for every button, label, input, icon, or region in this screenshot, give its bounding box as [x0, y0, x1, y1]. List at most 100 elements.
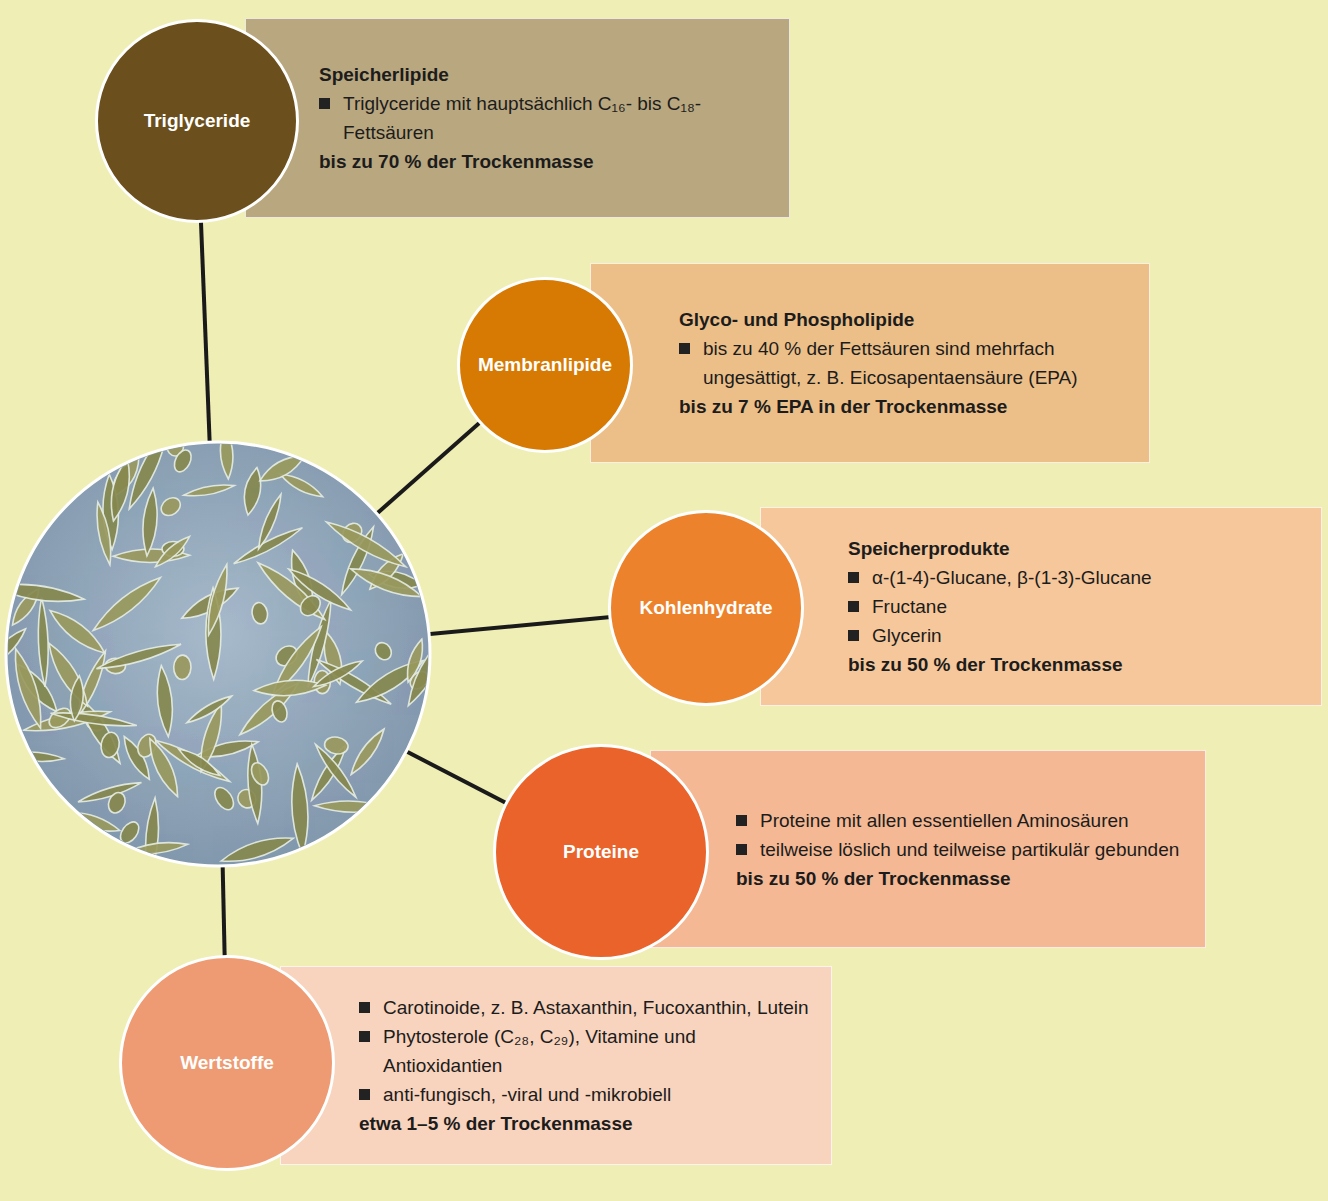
- diatom-cell: [254, 492, 285, 550]
- bullet-marker: [736, 815, 747, 826]
- diatom-cell: [158, 494, 184, 519]
- box-text: teilweise löslich und teilweise partikul…: [760, 839, 1179, 860]
- diatom-cell: [176, 745, 223, 780]
- category-circle: Proteine: [493, 744, 709, 960]
- bullet-marker: [736, 844, 747, 855]
- box-text: bis zu 7 % EPA in der Trockenmasse: [679, 396, 1007, 417]
- bold-line: bis zu 7 % EPA in der Trockenmasse: [679, 392, 1129, 421]
- diatom-cell: [250, 601, 269, 625]
- diatom-cell: [372, 640, 395, 663]
- bullet-item: Phytosterole (C₂₈, C₂₉), Vitamine und An…: [359, 1022, 811, 1080]
- category-circle: Wertstoffe: [119, 955, 335, 1171]
- bold-line: etwa 1–5 % der Trockenmasse: [359, 1109, 811, 1138]
- box-content: Speicherprodukte α-(1-4)-Glucane, β-(1-3)…: [848, 534, 1301, 679]
- circle-label: Kohlenhydrate: [622, 596, 791, 620]
- info-box: SpeicherlipideTriglyceride mit hauptsäch…: [245, 18, 790, 218]
- diatom-cell: [323, 735, 349, 755]
- box-text: Glyco- und Phospholipide: [679, 309, 914, 330]
- diatom-cell: [45, 604, 109, 659]
- diatom-cell: [171, 447, 194, 474]
- diatom-cell: [253, 678, 326, 698]
- diatom-cell: [219, 428, 235, 480]
- bullet-item: Fructane: [848, 592, 1301, 621]
- category-circle: Kohlenhydrate: [608, 510, 804, 706]
- circle-label: Triglyceride: [109, 109, 284, 133]
- diatom-cell: [219, 831, 296, 868]
- box-text: Proteine mit allen essentiellen Aminosäu…: [760, 810, 1129, 831]
- bold-line: Speicherprodukte: [848, 534, 1301, 563]
- diatom-cell: [154, 665, 175, 738]
- bullet-item: teilweise löslich und teilweise partikul…: [736, 835, 1185, 864]
- diatom-cell: [240, 466, 264, 516]
- diatom-cell: [95, 639, 182, 673]
- diatom-cell: [106, 457, 135, 523]
- bullet-marker: [848, 601, 859, 612]
- circle-label: Wertstoffe: [134, 1051, 320, 1075]
- diatom-cell: [0, 579, 85, 606]
- box-content: Glyco- und Phospholipidebis zu 40 % der …: [679, 305, 1129, 421]
- diatom-cell: [8, 646, 48, 730]
- diatom-cell: [89, 572, 166, 637]
- diatom-cell: [348, 562, 425, 603]
- bullet-marker: [319, 98, 330, 109]
- circle-label: Proteine: [508, 840, 694, 864]
- box-content: Proteine mit allen essentiellen Aminosäu…: [736, 806, 1185, 893]
- box-text: bis zu 70 % der Trockenmasse: [319, 151, 594, 172]
- diatom-cell: [173, 655, 191, 680]
- bullet-item: Triglyceride mit hauptsächlich C₁₆- bis …: [319, 89, 769, 147]
- box-content: Carotinoide, z. B. Astaxanthin, Fucoxant…: [359, 993, 811, 1138]
- bold-line: bis zu 70 % der Trockenmasse: [319, 147, 769, 176]
- diatom-cell: [153, 533, 193, 570]
- box-text: bis zu 50 % der Trockenmasse: [736, 868, 1011, 889]
- bullet-item: Glycerin: [848, 621, 1301, 650]
- diatom-cell: [8, 750, 65, 763]
- info-box: Speicherprodukte α-(1-4)-Glucane, β-(1-3)…: [760, 507, 1322, 706]
- diatom-cell: [42, 639, 94, 710]
- diatom-cell: [312, 657, 365, 691]
- diatom-cell: [125, 840, 188, 858]
- diatom-cell: [402, 630, 455, 709]
- micrograph-disc: [6, 442, 430, 866]
- info-box: Glyco- und Phospholipidebis zu 40 % der …: [590, 263, 1150, 463]
- bullet-item: Proteine mit allen essentiellen Aminosäu…: [736, 806, 1185, 835]
- diatom-cell: [347, 726, 389, 778]
- circle-fill: [459, 279, 632, 452]
- bold-line: Glyco- und Phospholipide: [679, 305, 1129, 334]
- circle-label: Membranlipide: [469, 353, 620, 377]
- box-text: bis zu 50 % der Trockenmasse: [848, 654, 1123, 675]
- bullet-item: Carotinoide, z. B. Astaxanthin, Fucoxant…: [359, 993, 811, 1022]
- bullet-item: α-(1-4)-Glucane, β-(1-3)-Glucane: [848, 563, 1301, 592]
- box-text: Glycerin: [872, 625, 942, 646]
- diatom-cell: [37, 597, 50, 687]
- bold-line: bis zu 50 % der Trockenmasse: [736, 864, 1185, 893]
- box-text: Carotinoide, z. B. Astaxanthin, Fucoxant…: [383, 997, 809, 1018]
- diatom-cell: [211, 784, 237, 813]
- diatom-cell: [312, 742, 360, 800]
- diatom-cell: [289, 763, 310, 855]
- box-text: Speicherlipide: [319, 64, 449, 85]
- bullet-marker: [359, 1031, 370, 1042]
- diatom-cell: [323, 516, 409, 572]
- category-circle: Triglyceride: [95, 19, 299, 223]
- diatom-cell: [140, 487, 160, 556]
- diatom-cell: [248, 760, 272, 788]
- bold-line: Speicherlipide: [319, 60, 769, 89]
- diatom-cell: [68, 675, 85, 722]
- info-box: Proteine mit allen essentiellen Aminosäu…: [650, 750, 1206, 948]
- bullet-marker: [359, 1002, 370, 1013]
- cell-group: [0, 425, 454, 876]
- box-text: anti-fungisch, -viral und -mikrobiell: [383, 1084, 671, 1105]
- diatom-cell: [99, 731, 121, 759]
- info-box: Carotinoide, z. B. Astaxanthin, Fucoxant…: [280, 966, 832, 1165]
- bullet-marker: [359, 1089, 370, 1100]
- diatom-cell: [183, 482, 235, 499]
- bullet-marker: [679, 343, 690, 354]
- diatom-cell: [117, 819, 143, 847]
- box-text: etwa 1–5 % der Trockenmasse: [359, 1113, 633, 1134]
- bullet-item: anti-fungisch, -viral und -mikrobiell: [359, 1080, 811, 1109]
- box-text: α-(1-4)-Glucane, β-(1-3)-Glucane: [872, 567, 1152, 588]
- category-circle: Membranlipide: [457, 277, 633, 453]
- bullet-marker: [848, 572, 859, 583]
